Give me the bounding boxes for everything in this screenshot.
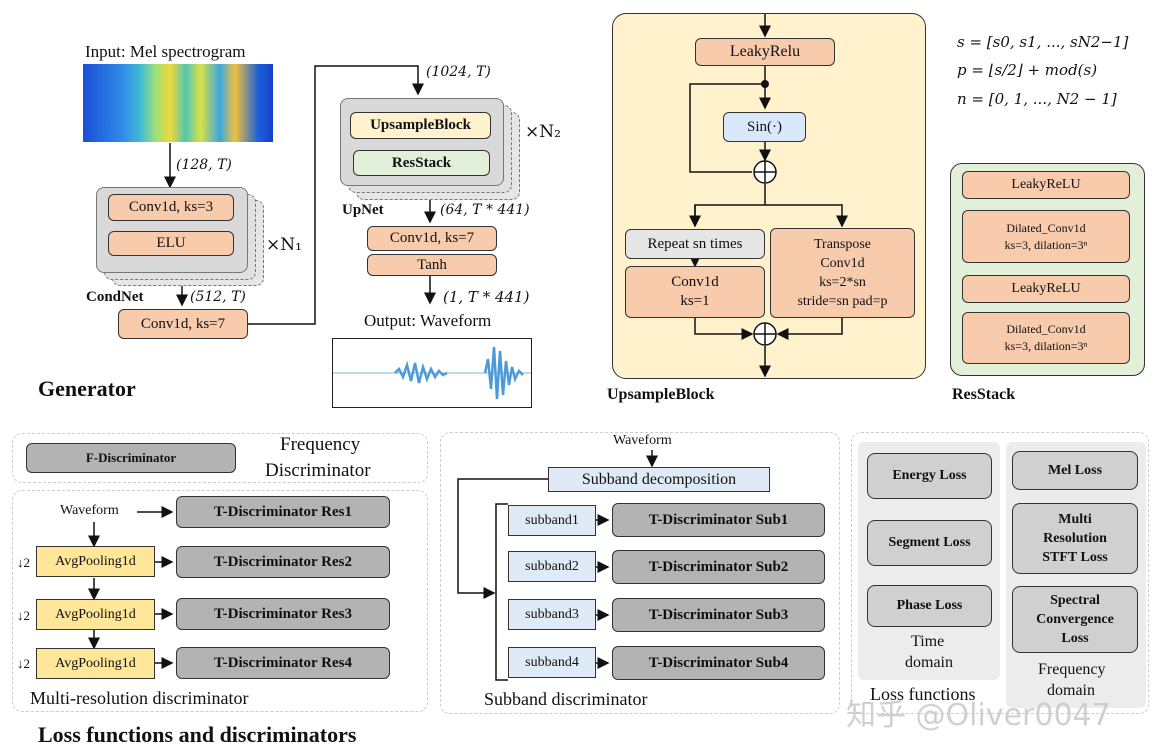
- waveform-plot: [333, 346, 531, 400]
- rs-dilated-conv-2-name: Dilated_Conv1d: [1006, 322, 1086, 336]
- rs-dilated-conv-2: Dilated_Conv1d ks=3, dilation=3ⁿ: [962, 312, 1130, 364]
- ub-conv1d-line1: Conv1d: [671, 274, 719, 290]
- ub-transpose-line2: Conv1d: [820, 256, 865, 271]
- t-disc-res2: T-Discriminator Res2: [176, 546, 390, 578]
- upnet-upsampleblock: UpsampleBlock: [350, 112, 491, 139]
- upnet-resstack: ResStack: [353, 150, 490, 176]
- down-arrow-1: ↓2: [17, 555, 30, 570]
- mr-stft-line3: STFT Loss: [1042, 550, 1108, 565]
- section-title: Loss functions and discriminators: [38, 722, 357, 747]
- subband-decomposition: Subband decomposition: [548, 467, 770, 492]
- watermark: 知乎 @Oliver0047: [846, 698, 1111, 733]
- rs-dilated-conv-1-params: ks=3, dilation=3ⁿ: [1004, 237, 1088, 252]
- resstack-title: ResStack: [952, 386, 1016, 403]
- sc-line1: Spectral: [1050, 593, 1100, 608]
- loss-functions-title: Loss functions: [870, 684, 976, 704]
- rs-leakyrelu-1: LeakyReLU: [962, 171, 1130, 199]
- t-disc-res1: T-Discriminator Res1: [176, 496, 390, 528]
- freq-disc-panel: [12, 433, 428, 483]
- t-disc-sub3: T-Discriminator Sub3: [612, 598, 825, 632]
- ub-conv1d-line2: ks=1: [680, 293, 710, 309]
- avgpool-3: AvgPooling1d: [36, 648, 155, 679]
- condnet-conv-ks3: Conv1d, ks=3: [108, 194, 234, 221]
- sb-waveform-label: Waveform: [613, 433, 672, 448]
- t-disc-res3: T-Discriminator Res3: [176, 598, 390, 630]
- time-domain-label-1: Time: [911, 633, 945, 650]
- rs-dilated-conv-1: Dilated_Conv1d ks=3, dilation=3ⁿ: [962, 210, 1130, 263]
- condnet-elu: ELU: [108, 231, 234, 256]
- multi-res-panel: [12, 490, 428, 712]
- f-discriminator-box: F-Discriminator: [26, 443, 236, 473]
- rs-dilated-conv-1-name: Dilated_Conv1d: [1006, 220, 1086, 235]
- rs-leakyrelu-2: LeakyReLU: [962, 275, 1130, 303]
- t-disc-res4: T-Discriminator Res4: [176, 647, 390, 679]
- down-arrow-2: ↓2: [17, 608, 30, 623]
- rs-dilated-conv-2-params: ks=3, dilation=3ⁿ: [1004, 339, 1088, 353]
- phase-loss: Phase Loss: [867, 585, 992, 627]
- waveform-image: [332, 338, 532, 408]
- energy-loss: Energy Loss: [867, 453, 992, 499]
- ub-transpose-conv: Transpose Conv1d ks=2*sn stride=sn pad=p: [770, 228, 915, 318]
- multi-res-title: Multi-resolution discriminator: [30, 688, 249, 708]
- upnet-title: UpNet: [342, 202, 384, 218]
- dim-128-label: (128, T): [176, 157, 232, 173]
- mr-stft-line2: Resolution: [1043, 531, 1107, 546]
- spectral-convergence-loss: Spectral Convergence Loss: [1012, 586, 1138, 653]
- time-domain-label-2: domain: [905, 654, 953, 671]
- dim-1-label: (1, T * 441): [443, 288, 530, 306]
- subband-1: subband1: [508, 505, 596, 536]
- upnet-repeat: ×N₂: [525, 122, 561, 142]
- condnet-repeat: ×N₁: [266, 235, 302, 255]
- condnet-conv-ks7: Conv1d, ks=7: [118, 309, 248, 339]
- upnet-conv-ks7: Conv1d, ks=7: [367, 226, 497, 251]
- ub-transpose-line1: Transpose: [813, 237, 872, 252]
- ub-sin: Sin(·): [723, 112, 806, 142]
- formula-n: n = [0, 1, ..., N2 − 1]: [957, 90, 1117, 108]
- mr-waveform-label: Waveform: [60, 503, 119, 518]
- t-disc-sub2: T-Discriminator Sub2: [612, 550, 825, 584]
- formula-s: s = [s0, s1, ..., sN2−1]: [957, 33, 1129, 51]
- mr-stft-line1: Multi: [1058, 512, 1092, 527]
- avgpool-2: AvgPooling1d: [36, 599, 155, 630]
- sc-line3: Loss: [1061, 631, 1089, 646]
- ub-transpose-line4: stride=sn pad=p: [797, 294, 888, 309]
- output-label: Output: Waveform: [364, 311, 492, 330]
- condnet-title: CondNet: [86, 289, 144, 305]
- subband-2: subband2: [508, 551, 596, 582]
- ub-transpose-line3: ks=2*sn: [819, 275, 866, 290]
- upsampleblock-title: UpsampleBlock: [607, 386, 715, 403]
- sc-line2: Convergence: [1036, 612, 1114, 627]
- dim-64-label: (64, T * 441): [440, 202, 530, 218]
- formula-p: p = ⌊s/2⌋ + mod(s): [957, 61, 1098, 79]
- ub-repeat: Repeat sn times: [625, 229, 765, 259]
- t-disc-sub4: T-Discriminator Sub4: [612, 646, 825, 680]
- dim-512-label: (512, T): [190, 289, 246, 305]
- subband-3: subband3: [508, 599, 596, 630]
- mel-loss: Mel Loss: [1012, 451, 1138, 490]
- subband-4: subband4: [508, 647, 596, 678]
- freq-disc-label-1: Frequency: [280, 434, 361, 455]
- mel-spectrogram-image: [83, 64, 273, 142]
- t-disc-sub1: T-Discriminator Sub1: [612, 503, 825, 537]
- subband-title: Subband discriminator: [484, 689, 648, 709]
- subband-panel: [440, 432, 840, 714]
- mr-stft-loss: Multi Resolution STFT Loss: [1012, 503, 1138, 574]
- segment-loss: Segment Loss: [867, 520, 992, 566]
- freq-domain-label-1: Frequency: [1038, 661, 1106, 678]
- generator-title: Generator: [38, 376, 136, 401]
- dim-1024-label: (1024, T): [426, 64, 491, 80]
- down-arrow-3: ↓2: [17, 656, 30, 671]
- ub-leakyrelu: LeakyRelu: [695, 38, 835, 66]
- upnet-tanh: Tanh: [367, 254, 497, 276]
- freq-disc-label-2: Discriminator: [265, 460, 371, 481]
- input-label: Input: Mel spectrogram: [85, 42, 246, 61]
- freq-domain-label-2: domain: [1047, 682, 1095, 699]
- ub-conv1d: Conv1d ks=1: [625, 266, 765, 318]
- avgpool-1: AvgPooling1d: [36, 546, 155, 577]
- losses-panel: [851, 432, 1149, 714]
